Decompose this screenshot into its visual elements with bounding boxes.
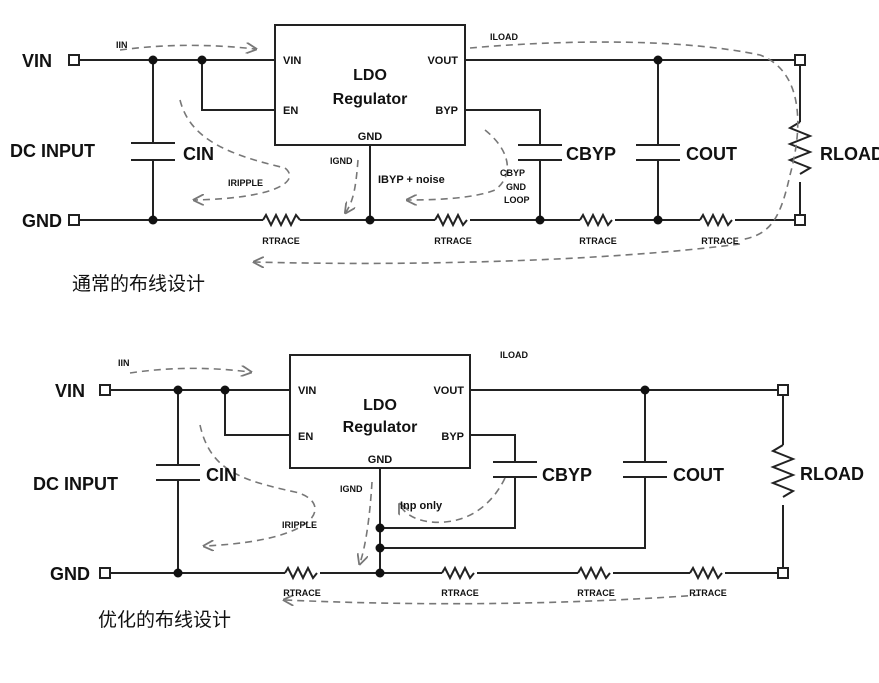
cbyp-capacitor <box>493 461 537 478</box>
gnd-return-flow-path <box>255 243 741 263</box>
pin-en-label: EN <box>298 431 313 443</box>
load-terminal-top <box>777 384 789 396</box>
byp-wire <box>465 109 541 145</box>
pin-vin-label: VIN <box>298 385 316 397</box>
cout-label: COUT <box>686 144 737 164</box>
gnd-terminal <box>68 214 80 226</box>
pin-gnd-label: GND <box>368 454 393 466</box>
pin-gnd-label: GND <box>358 131 383 143</box>
iload-label: ILOAD <box>490 32 518 42</box>
iripple-label: IRIPPLE <box>228 178 263 188</box>
typical-layout-caption: 通常的布线设计 <box>72 273 205 295</box>
rtrace-label: RTRACE <box>434 236 472 246</box>
rtrace-label: RTRACE <box>701 236 739 246</box>
rtrace-label: RTRACE <box>579 236 617 246</box>
ldo-title-line1: LDO <box>353 67 387 84</box>
iload-flow-path <box>469 41 799 241</box>
iin-label: IIN <box>116 40 128 50</box>
rload-label: RLOAD <box>800 464 864 484</box>
iin-flow-path <box>119 45 255 50</box>
load-terminal-top <box>794 54 806 66</box>
rtrace-label: RTRACE <box>577 588 615 598</box>
cbyp-loop-label-2: GND <box>506 182 527 192</box>
gnd-return-flow-path <box>285 594 701 604</box>
gnd-label: GND <box>22 211 62 231</box>
byp-wire <box>470 434 516 462</box>
rtrace-resistor <box>262 212 301 228</box>
ibyp-flow-path <box>408 129 509 200</box>
ignd-label: IGND <box>330 156 353 166</box>
rload-label: RLOAD <box>820 144 879 164</box>
ldo-regulator-box <box>274 24 466 146</box>
optimized-layout-caption: 优化的布线设计 <box>98 609 231 631</box>
inp-only-label: Inp only <box>400 500 443 512</box>
pin-en-label: EN <box>283 105 298 117</box>
cout-capacitor <box>623 461 667 478</box>
cbyp-local-ground <box>380 477 516 529</box>
rtrace-label: RTRACE <box>441 588 479 598</box>
dc-input-label: DC INPUT <box>33 474 118 494</box>
iripple-label: IRIPPLE <box>282 520 317 530</box>
pin-vin-label: VIN <box>283 55 301 67</box>
ignd-flow-path <box>360 481 373 563</box>
schematic-typical-layout: VIN DC INPUT GND LDO Regulator VIN EN VO… <box>10 24 879 295</box>
cbyp-label: CBYP <box>542 465 592 485</box>
cbyp-capacitor <box>518 144 562 161</box>
iripple-flow-path <box>199 424 316 546</box>
rtrace-resistor <box>441 565 475 581</box>
iripple-flow-path <box>179 99 291 200</box>
gnd-terminal <box>99 567 111 579</box>
pin-byp-label: BYP <box>441 431 464 443</box>
rtrace-label: RTRACE <box>689 588 727 598</box>
rtrace-label: RTRACE <box>283 588 321 598</box>
inp-flow-path <box>400 477 506 524</box>
cout-capacitor <box>636 144 680 161</box>
load-terminal-bottom <box>777 567 789 579</box>
vin-terminal <box>99 384 111 396</box>
ignd-flow-path <box>346 159 359 212</box>
ibyp-noise-label: IBYP + noise <box>378 174 445 186</box>
rload-resistor <box>787 121 813 175</box>
ignd-label: IGND <box>340 484 363 494</box>
cbyp-loop-label-1: CBYP <box>500 168 525 178</box>
cin-capacitor <box>131 142 175 161</box>
en-tie <box>201 60 275 111</box>
dc-input-label: DC INPUT <box>10 141 95 161</box>
vin-label: VIN <box>55 381 85 401</box>
cout-local-ground <box>380 390 646 549</box>
schematic-optimized-layout: VIN DC INPUT GND LDO Regulator VIN EN VO… <box>33 350 864 631</box>
rtrace-resistor <box>577 565 611 581</box>
junction-dots <box>173 385 650 578</box>
pin-vout-label: VOUT <box>433 385 464 397</box>
cbyp-loop-label-3: LOOP <box>504 195 530 205</box>
vin-label: VIN <box>22 51 52 71</box>
cbyp-label: CBYP <box>566 144 616 164</box>
vin-terminal <box>68 54 80 66</box>
rload-resistor <box>770 444 796 498</box>
cin-label: CIN <box>206 465 237 485</box>
rtrace-label: RTRACE <box>262 236 300 246</box>
en-tie <box>224 390 290 436</box>
cout-label: COUT <box>673 465 724 485</box>
ldo-title-line1: LDO <box>363 397 397 414</box>
pin-vout-label: VOUT <box>427 55 458 67</box>
cin-label: CIN <box>183 144 214 164</box>
rtrace-resistor <box>689 565 723 581</box>
rtrace-resistor <box>434 212 468 228</box>
iin-flow-path <box>129 368 250 373</box>
iin-label: IIN <box>118 358 130 368</box>
rtrace-resistor <box>699 212 733 228</box>
load-terminal-bottom <box>794 214 806 226</box>
rtrace-resistor <box>579 212 613 228</box>
ldo-title-line2: Regulator <box>343 419 418 436</box>
ldo-title-line2: Regulator <box>333 91 408 108</box>
rtrace-resistor <box>284 565 318 581</box>
iload-label: ILOAD <box>500 350 528 360</box>
ldo-regulator-box <box>289 354 471 469</box>
cin-capacitor <box>156 464 200 481</box>
gnd-label: GND <box>50 564 90 584</box>
pin-byp-label: BYP <box>435 105 458 117</box>
junction-dots <box>148 55 663 225</box>
